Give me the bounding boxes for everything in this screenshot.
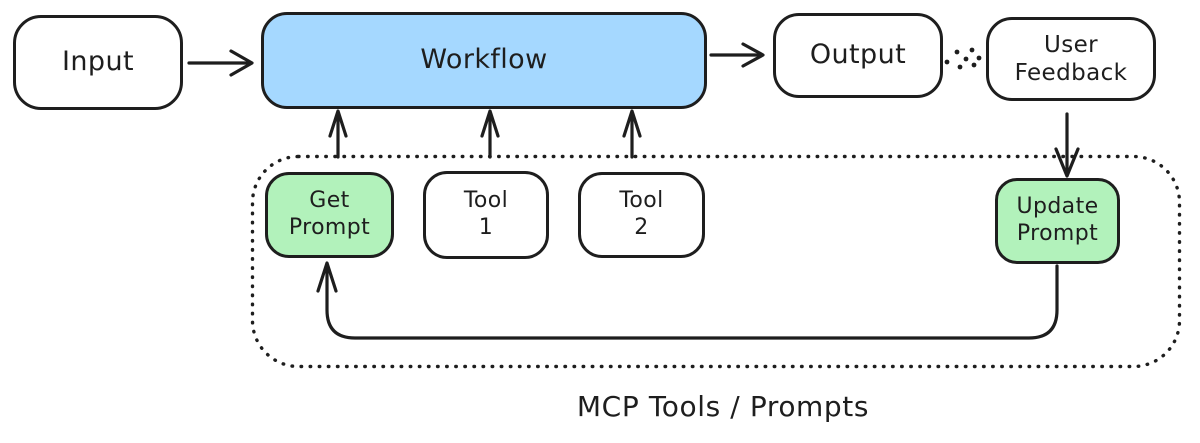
node-get-prompt-line2: Prompt bbox=[288, 215, 371, 240]
node-tool-2-line1: Tool bbox=[619, 188, 664, 214]
node-user-feedback-line2: Feedback bbox=[1014, 60, 1128, 86]
node-input: Input bbox=[13, 15, 183, 110]
node-update-prompt-line2: Prompt bbox=[1016, 221, 1099, 246]
node-tool-1-line2: 1 bbox=[478, 215, 494, 240]
edge-user-feedback-to-update-prompt bbox=[1054, 112, 1080, 178]
node-input-label: Input bbox=[62, 46, 134, 78]
node-tool-1-line1: Tool bbox=[463, 188, 509, 214]
node-get-prompt: Get Prompt bbox=[265, 172, 394, 258]
node-user-feedback: User Feedback bbox=[986, 17, 1156, 101]
edge-workflow-to-output bbox=[709, 42, 765, 68]
node-output: Output bbox=[773, 13, 943, 98]
node-workflow: Workflow bbox=[261, 12, 707, 109]
node-get-prompt-line1: Get bbox=[309, 188, 350, 214]
edge-tool-2-to-workflow bbox=[622, 109, 642, 159]
node-user-feedback-line1: User bbox=[1043, 31, 1099, 58]
node-output-label: Output bbox=[809, 39, 907, 71]
mcp-container-border bbox=[250, 154, 1182, 369]
edge-tool-1-to-workflow bbox=[480, 109, 500, 159]
node-workflow-label: Workflow bbox=[420, 44, 548, 76]
node-update-prompt: Update Prompt bbox=[995, 178, 1120, 264]
edge-get-prompt-to-workflow bbox=[328, 109, 348, 159]
node-update-prompt-line1: Update bbox=[1016, 194, 1099, 220]
node-tool-2-line2: 2 bbox=[634, 215, 649, 240]
node-tool-1: Tool 1 bbox=[423, 171, 549, 259]
edge-output-to-user-feedback bbox=[944, 47, 982, 70]
container-label: MCP Tools / Prompts bbox=[576, 390, 870, 423]
node-tool-2: Tool 2 bbox=[578, 172, 705, 258]
edge-input-to-workflow bbox=[187, 49, 254, 77]
edge-update-prompt-to-get-prompt bbox=[316, 261, 1059, 340]
